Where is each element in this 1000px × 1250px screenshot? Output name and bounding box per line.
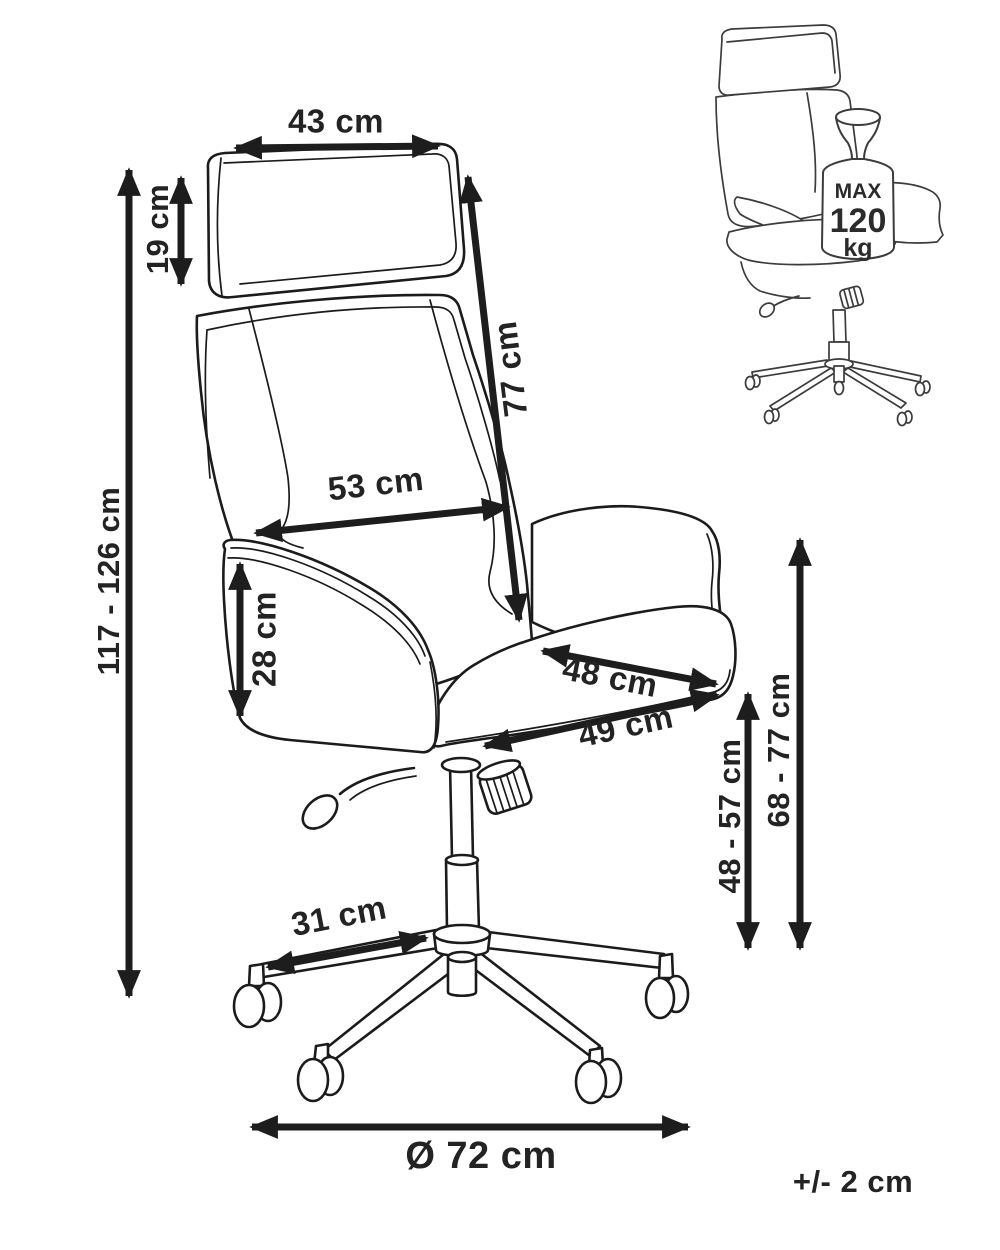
mini-leg-left: [751, 359, 829, 379]
headrest-left-seam: [216, 157, 223, 297]
mini-casters: [744, 374, 931, 427]
gas-column-lower: [444, 858, 481, 932]
left-armrest-top-line2: [227, 557, 421, 665]
dim-base-diameter: Ø 72 cm: [249, 1115, 691, 1177]
base-hub-top: [432, 923, 492, 945]
tolerance-label: +/- 2 cm: [793, 1164, 913, 1199]
mini-column-upper: [832, 309, 847, 343]
hub-lower-cylinder: [446, 955, 478, 998]
dim-seat-height-range: 48 - 57 cm: [712, 691, 760, 951]
gas-column-joint: [444, 853, 480, 867]
mini-headrest: [718, 24, 841, 96]
tilt-lever-arm-inner: [349, 775, 417, 801]
base-leg-front-left: [322, 948, 466, 1062]
mini-chair-drawing: MAX 120 kg: [715, 24, 944, 427]
weight-body: [821, 158, 895, 260]
dim-armrest-height-range-label: 68 - 77 cm: [761, 673, 796, 828]
dim-seat-height-range-label: 48 - 57 cm: [712, 739, 747, 894]
dim-armrest-height-range: 68 - 77 cm: [761, 537, 812, 951]
weight-neck-right: [863, 117, 881, 160]
left-armrest-front-line: [429, 661, 437, 749]
dim-base-diameter-label: Ø 72 cm: [405, 1135, 556, 1177]
dim-overall-height: 117 - 126 cm: [91, 167, 141, 999]
base-leg-right: [484, 930, 666, 970]
mini-knob: [839, 285, 865, 310]
caster-left: [232, 962, 283, 1029]
main-chair-drawing: [195, 142, 737, 1105]
gas-column-flange: [440, 756, 482, 774]
dim-overall-height-label: 117 - 126 cm: [91, 487, 126, 676]
dim-headrest-height: 19 cm: [140, 175, 193, 287]
tilt-lever-handle: [301, 794, 339, 830]
left-armrest-top-line: [230, 547, 426, 657]
caster-front-right: [574, 1046, 623, 1105]
hub-lower-cylinder-top: [446, 950, 478, 964]
caster-front-left: [296, 1042, 345, 1103]
dim-headrest-height-label: 19 cm: [140, 184, 175, 274]
caster-right: [644, 952, 690, 1020]
mini-seat-front: [740, 261, 811, 300]
weight-lip: [835, 108, 881, 126]
mini-center-stub: [833, 365, 845, 383]
mini-leg-front-right: [842, 367, 907, 409]
mini-headrest-inner: [726, 32, 836, 74]
max-load-line3: kg: [843, 234, 872, 262]
tilt-lever-arm: [338, 766, 416, 796]
base-leg-front-right: [463, 950, 602, 1058]
mini-lever-handle: [758, 302, 776, 318]
gas-column-upper: [448, 763, 475, 860]
dim-armrest-panel-height: 28 cm: [228, 561, 283, 719]
max-load-weight: MAX 120 kg: [821, 108, 895, 262]
max-load-line1: MAX: [835, 180, 882, 203]
dimension-arrows: 43 cm 19 cm 117 - 126 cm 77 cm 53 cm 28 …: [91, 102, 913, 1199]
adjustment-knob: [476, 759, 533, 815]
dim-base-leg-length-label: 31 cm: [288, 888, 389, 943]
max-load-line2: 120: [830, 202, 887, 240]
mini-backrest-seam: [806, 92, 817, 193]
dim-armrest-panel-height-label: 28 cm: [246, 591, 283, 687]
weight-neck-left: [835, 117, 853, 160]
dim-headrest-width-label: 43 cm: [288, 102, 384, 139]
dim-headrest-width: 43 cm: [233, 102, 441, 160]
dim-backrest-height: 77 cm: [459, 174, 534, 623]
